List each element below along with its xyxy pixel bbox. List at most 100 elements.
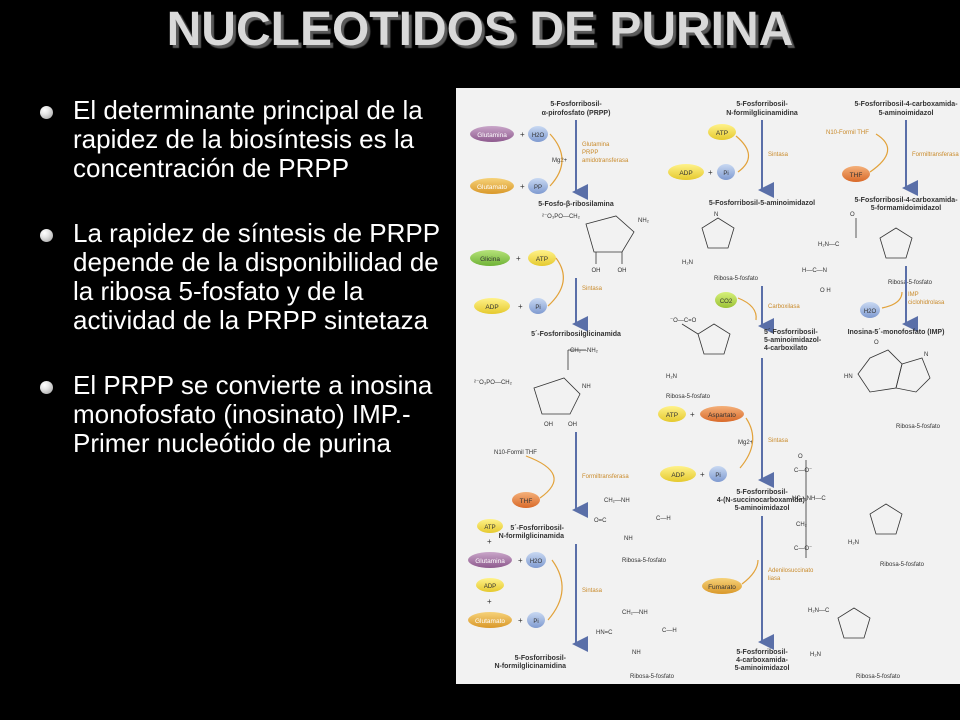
aicar-label: 5-Fosforribosil- [736, 649, 788, 656]
pi-label: Pi [715, 473, 720, 479]
formiltransferasa-label: Formiltransferasa [912, 152, 959, 158]
coo-label: O [798, 454, 803, 460]
fumarato-pill-icon [702, 578, 742, 594]
thf-label: THF [520, 498, 533, 505]
atp-label: ATP [716, 130, 728, 137]
cair-structure [681, 323, 731, 355]
cair-label: 5-aminoimidazol- [764, 337, 822, 344]
pi-label: Pi [533, 619, 538, 625]
bullet-dot-icon [40, 106, 53, 119]
reaction-curve [737, 297, 757, 321]
prpp-label-2: α-pirofosfato (PRPP) [542, 110, 611, 117]
adenilosuccinato-label: liasa [768, 576, 781, 582]
glutamato-label: Glutamato [477, 184, 507, 191]
cho-label: C—H [662, 628, 677, 634]
ribosilamina-label: 5-Fosfo-β-ribosilamina [538, 201, 614, 208]
ribosa-label: Ribosa-5-fosfato [880, 562, 925, 568]
hcno-label: H—C—N [802, 268, 827, 274]
bullet-list: El determinante principal de la rapidez … [40, 96, 440, 494]
h2n-label: H₂N [848, 540, 859, 546]
ribosa-label: Ribosa-5-fosfato [896, 424, 941, 430]
glicina-pill-icon [470, 250, 510, 266]
adp-label: ADP [485, 304, 498, 311]
h2n-label: H₂N—C [818, 242, 840, 248]
imidazole-ring-structure [701, 217, 735, 249]
fgam-label: N-formilglicinamidina [494, 663, 566, 670]
n-label: N [714, 212, 718, 218]
ribosa-label: Ribosa-5-fosfato [714, 276, 759, 282]
bullet-item: El determinante principal de la rapidez … [40, 96, 440, 183]
fumarato-label: Fumarato [708, 584, 736, 591]
ch2-label: CH₂—NH₂ [570, 348, 599, 354]
saicar-label: 4-(N-succinocarboxamida)- [717, 497, 808, 504]
air-label: 5-Fosforribosil-5-aminoimidazol [709, 200, 815, 207]
fgar-label: N-formilglicinamida [499, 533, 564, 540]
plus-sign: + [520, 182, 525, 191]
pi-pill-icon [529, 298, 547, 314]
reaction-curve [525, 455, 555, 499]
fgam-label: 5-Fosforribosil- [515, 655, 567, 662]
water-pill-icon [860, 302, 880, 318]
glutamato-label: Glutamato [475, 618, 505, 625]
reaction-curve [869, 133, 889, 173]
saicar-structure [805, 460, 903, 558]
coo-label: ⁻O—C=O [670, 318, 697, 324]
reaction-curve [881, 291, 903, 309]
coo-label: C—O⁻ [794, 546, 812, 552]
plus-sign: + [518, 616, 523, 625]
aicar-label: 5-aminoimidazol [735, 665, 790, 672]
bullet-dot-icon [40, 229, 53, 242]
hn-label: HN=C [596, 630, 613, 636]
reaction-curve [547, 559, 563, 621]
pi-label: Pi [723, 171, 728, 177]
atp-pill-icon [708, 124, 736, 140]
pathway-svg: 5-Fosforribosil- α-pirofosfato (PRPP) Gl… [468, 101, 959, 680]
column-3: 5-Fosforribosil-4-carboxamida- 5-aminoim… [802, 101, 959, 430]
plus-sign: + [487, 537, 492, 546]
enzyme-label: Glutamina [582, 142, 610, 148]
aicar-structure [837, 607, 871, 639]
co-label: O=C [594, 518, 607, 524]
fgar-label: 5´-Fosforribosil- [510, 525, 564, 532]
adp-label: ADP [679, 170, 692, 177]
plus-sign: + [690, 410, 695, 419]
glutamato-pill-icon [468, 612, 512, 628]
aicar-label: 4-carboxamida- [736, 657, 788, 664]
h2o-label: H2O [532, 133, 545, 139]
sintasa-label: Sintasa [582, 588, 603, 594]
nh-label: NH [624, 536, 633, 542]
adp-label: ADP [671, 472, 684, 479]
reaction-curve [735, 135, 750, 173]
purine-synthesis-diagram: 5-Fosforribosil- α-pirofosfato (PRPP) Gl… [456, 88, 960, 684]
coo-label: C—O⁻ [794, 468, 812, 474]
atp-pill-icon [658, 406, 686, 422]
oh-label: OH [592, 268, 601, 274]
plus-sign: + [520, 130, 525, 139]
column-1: 5-Fosforribosil- α-pirofosfato (PRPP) Gl… [468, 101, 677, 680]
atp-label: ATP [666, 412, 678, 419]
bullet-text: El PRPP se convierte a inosina monofosfa… [73, 370, 433, 458]
mg-label: Mg2+ [738, 440, 754, 446]
ribosa-label: Ribosa-5-fosfato [630, 674, 675, 680]
enzyme-label: PRPP [582, 150, 598, 156]
thf-label: THF [850, 172, 863, 179]
ribosa-label: Ribosa-5-fosfato [888, 280, 933, 286]
phosphate-label: ²⁻O₃PO—CH₂ [542, 214, 581, 220]
pi-pill-icon [709, 466, 727, 482]
reaction-curve [547, 257, 564, 307]
aspartato-pill-icon [700, 406, 744, 422]
ribosa-label: Ribosa-5-fosfato [622, 558, 667, 564]
bullet-dot-icon [40, 381, 53, 394]
mg-label: Mg2+ [552, 158, 568, 164]
gar-structure [533, 349, 586, 415]
h2n-label: H₂N [666, 374, 677, 380]
n10-label: N10-Formil THF [494, 450, 537, 456]
glutamato-pill-icon [470, 178, 514, 194]
adenilosuccinato-label: Adenilosuccinato [768, 568, 814, 574]
saicar-label: 5-Fosforribosil- [736, 489, 788, 496]
plus-sign: + [700, 470, 705, 479]
faicar-structure [855, 218, 913, 259]
atp-pill-icon [477, 519, 503, 533]
nh-label: NH [632, 650, 641, 656]
pp-label: PP [534, 185, 542, 191]
